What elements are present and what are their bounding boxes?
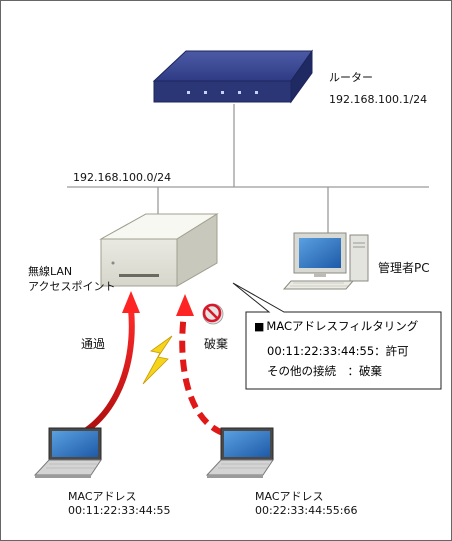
laptop2-mac-value: 00:22:33:44:55:66: [255, 504, 358, 517]
callout-rule-allow: 00:11:22:33:44:55：許可: [267, 344, 409, 358]
callout-rule-deny: その他の接続 ：破棄: [267, 364, 382, 378]
laptop1-mac-value: 00:11:22:33:44:55: [68, 504, 171, 517]
laptop-icon: [33, 427, 102, 478]
network-lines: [67, 104, 429, 233]
access-point-label-line2: アクセスポイント: [28, 280, 116, 293]
subnet-label: 192.168.100.0/24: [73, 171, 172, 184]
desktop-pc-icon: [282, 232, 369, 290]
router-icon: [152, 49, 313, 104]
router-label: ルーター: [329, 71, 373, 84]
router-ip: 192.168.100.1/24: [329, 93, 428, 106]
access-point-icon: [99, 213, 219, 287]
access-point-label-line1: 無線LAN: [28, 265, 73, 278]
admin-pc-label: 管理者PC: [378, 261, 430, 275]
allow-label: 通過: [81, 337, 106, 351]
deny-label: 破棄: [204, 337, 229, 351]
blocked-traffic-arrow: [176, 294, 225, 436]
laptop-icon: [205, 427, 274, 478]
callout-title: MACアドレスフィルタリング: [254, 318, 418, 334]
allowed-traffic-arrow: [62, 291, 140, 444]
laptop2-mac-label: MACアドレス: [255, 490, 324, 503]
wireless-signal-icon: [142, 335, 173, 385]
callout-bubble: [232, 282, 442, 390]
laptop1-mac-label: MACアドレス: [68, 490, 137, 503]
deny-sign-icon: [202, 303, 224, 325]
